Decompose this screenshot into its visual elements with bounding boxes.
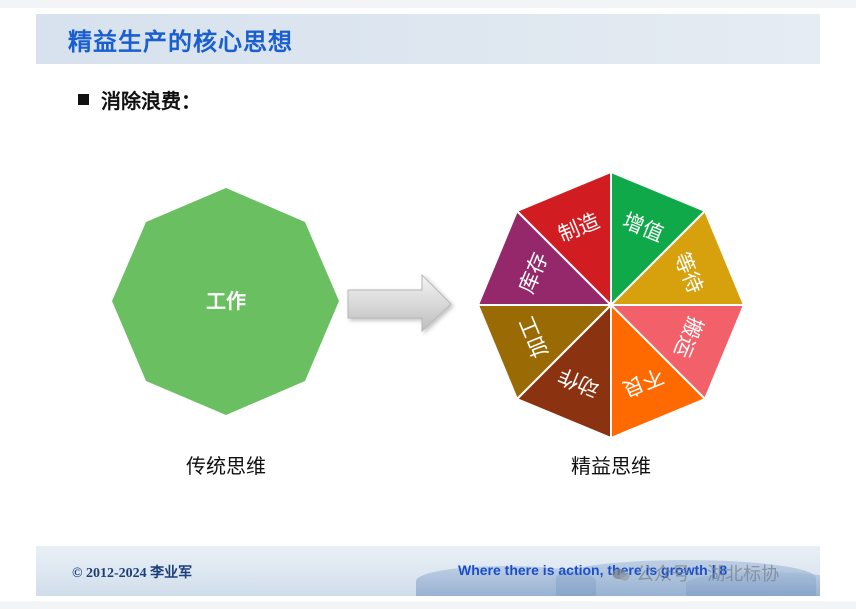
traditional-caption: 传统思维 <box>186 450 266 479</box>
watermark-text: 公众号 · 湖北标协 <box>636 560 779 586</box>
watermark: 公众号 · 湖北标协 <box>612 560 779 586</box>
right-arrow-icon <box>348 275 451 331</box>
wechat-icon <box>612 566 630 580</box>
footer-copyright: © 2012-2024 李业军 <box>72 562 192 582</box>
traditional-center-label: 工作 <box>206 289 246 313</box>
lean-caption: 精益思维 <box>571 450 651 479</box>
